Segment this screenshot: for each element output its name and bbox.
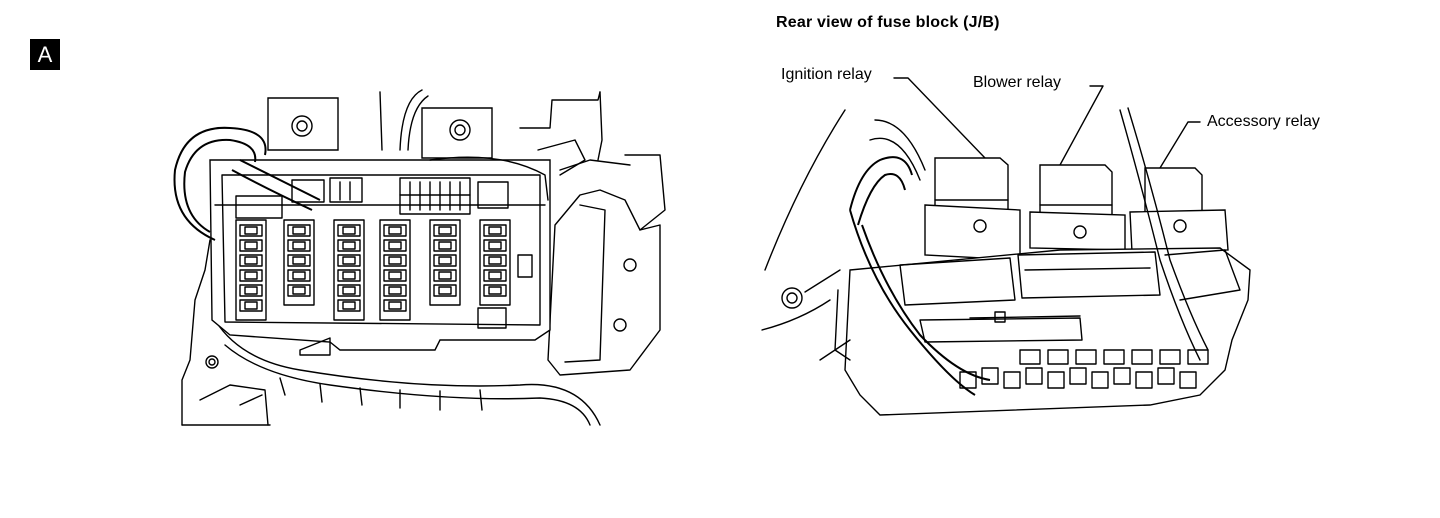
accessory-relay-label: Accessory relay — [1207, 113, 1320, 130]
figure-title: Rear view of fuse block (J/B) — [776, 14, 1000, 31]
blower-relay-label: Blower relay — [973, 74, 1062, 91]
ignition-relay-label: Ignition relay — [781, 66, 872, 83]
figure-badge: A — [30, 39, 60, 70]
